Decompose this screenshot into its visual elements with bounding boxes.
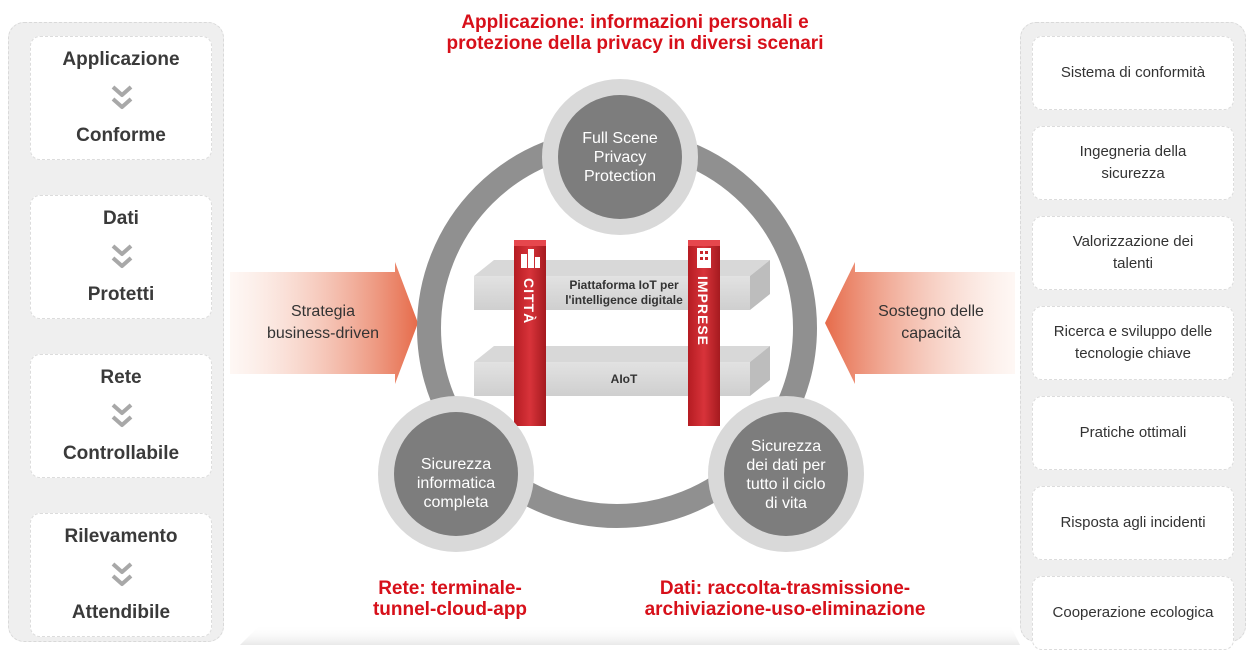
floor-shadow (240, 625, 1020, 645)
right-card-label: Pratiche ottimali (1080, 422, 1187, 444)
double-chevron-down-icon (111, 403, 133, 427)
right-card-line: tecnologie chiave (1075, 345, 1191, 362)
right-card: Pratiche ottimali (1032, 396, 1234, 470)
network-title: Rete: terminale- tunnel-cloud-app (372, 578, 528, 620)
circle-top (542, 79, 698, 235)
circle-bottom-right-label: Sicurezza dei dati per tutto il ciclo di… (746, 438, 826, 512)
pillar-right (688, 240, 720, 426)
right-card-label: Ingegneria della sicurezza (1080, 141, 1187, 185)
double-chevron-down-icon (111, 562, 133, 586)
right-arrow (825, 262, 1015, 384)
office-building-icon (697, 248, 711, 268)
right-card-line: Ingegneria della (1079, 143, 1187, 160)
right-card-line: Risposta agli incidenti (1060, 514, 1206, 531)
circle-bottom-left-label: Sicurezza informatica completa (416, 456, 496, 511)
right-card: Valorizzazione dei talenti (1032, 216, 1234, 290)
city-buildings-icon (521, 249, 540, 268)
circle-top-label: Full Scene Privacy Protection (582, 130, 658, 185)
pillar-left (514, 240, 546, 426)
left-card-bottom-label: Protetti (87, 284, 155, 305)
right-card: Risposta agli incidenti (1032, 486, 1234, 560)
right-card-line: Ricerca e sviluppo delle (1053, 323, 1213, 340)
left-card-top-label: Applicazione (62, 49, 180, 70)
right-card: Cooperazione ecologica (1032, 576, 1234, 650)
right-card: Ingegneria della sicurezza (1032, 126, 1234, 200)
left-arrow (230, 262, 418, 384)
circle-bottom-right (708, 396, 864, 552)
shelf-upper-label: Piattaforma IoT per l'intelligence digit… (565, 278, 683, 307)
left-card-bottom-label: Conforme (76, 125, 166, 146)
right-arrow-label: Sostegno delle capacità (878, 303, 984, 342)
left-arrow-label: Strategia business-driven (266, 303, 380, 342)
left-card-bottom-label: Controllabile (62, 443, 180, 464)
left-card-top-label: Rilevamento (64, 526, 178, 547)
right-card: Ricerca e sviluppo delle tecnologie chiav… (1032, 306, 1234, 380)
right-card: Sistema di conformità (1032, 36, 1234, 110)
data-title: Dati: raccolta-trasmissione- archiviazio… (644, 578, 926, 620)
right-card-label: Sistema di conformità (1061, 62, 1205, 84)
pillar-left-label: CITTÀ (521, 278, 537, 325)
left-card-top-label: Dati (103, 208, 139, 229)
right-card-label: Ricerca e sviluppo delle tecnologie chiav… (1054, 321, 1212, 365)
right-card-line: sicurezza (1101, 165, 1165, 182)
shelf-lower-label: AIoT (610, 372, 638, 386)
right-card-line: Valorizzazione dei (1072, 233, 1194, 250)
right-card-line: Sistema di conformità (1060, 64, 1206, 81)
double-chevron-down-icon (111, 85, 133, 109)
right-card-label: Risposta agli incidenti (1060, 512, 1205, 534)
left-card-top-label: Rete (100, 367, 142, 388)
right-card-label: Cooperazione ecologica (1053, 602, 1214, 624)
circle-bottom-left (378, 396, 534, 552)
right-card-line: talenti (1112, 255, 1154, 272)
right-card-line: Cooperazione ecologica (1052, 604, 1214, 621)
right-card-label: Valorizzazione dei talenti (1073, 231, 1194, 275)
double-chevron-down-icon (111, 244, 133, 268)
pillar-right-label: IMPRESE (695, 276, 711, 347)
top-title: Applicazione: informazioni personali e p… (446, 12, 824, 54)
right-card-line: Pratiche ottimali (1079, 424, 1187, 441)
left-card-bottom-label: Attendibile (71, 602, 171, 623)
